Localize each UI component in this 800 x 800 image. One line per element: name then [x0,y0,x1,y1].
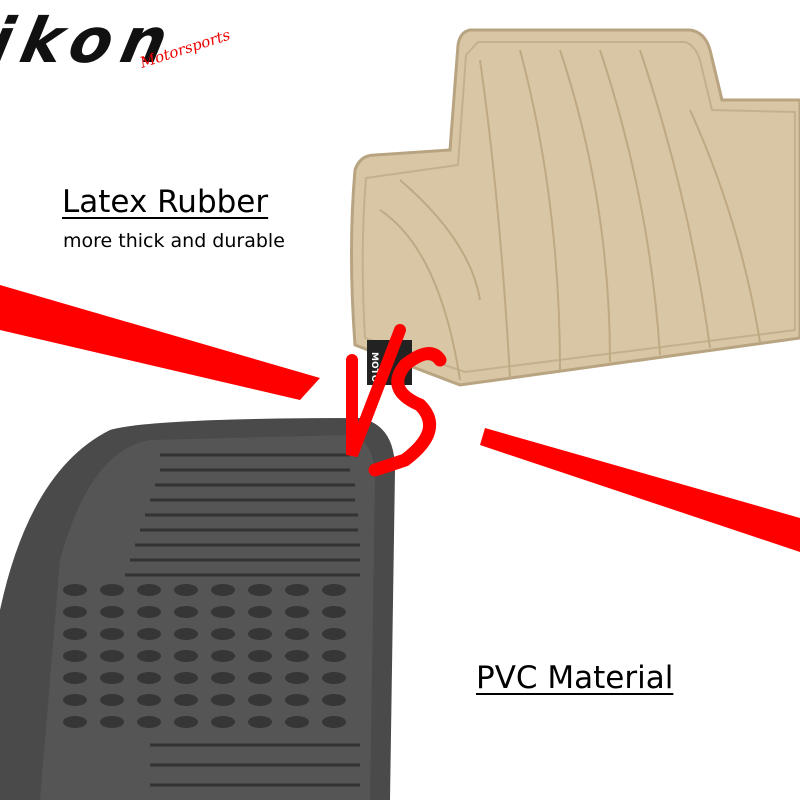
ikon-logo: ikon Motorsports [0,5,233,77]
mat-bump [174,716,198,728]
mat-bump [248,694,272,706]
mat-bump [211,650,235,662]
mat-bump [137,716,161,728]
mat-bump [322,628,346,640]
mat-bump [285,606,309,618]
latex-rubber-subtitle: more thick and durable [63,230,285,252]
mat-bump [248,650,272,662]
mat-bump [63,606,87,618]
mat-bump [174,606,198,618]
mat-bump [174,672,198,684]
mat-bump [137,650,161,662]
red-stripe-right [480,428,800,552]
mat-bump [211,606,235,618]
mat-bump [100,606,124,618]
mat-bump [248,606,272,618]
mat-bump [100,628,124,640]
mat-bump [63,628,87,640]
mat-bump [248,628,272,640]
mat-bump [137,672,161,684]
mat-bump [285,694,309,706]
mat-bump [63,650,87,662]
latex-rubber-mat-image: MOTO [350,28,800,387]
mat-bump [137,694,161,706]
mat-bump [322,606,346,618]
mat-bump [63,716,87,728]
pvc-material-title: PVC Material [476,660,674,696]
svg-text:ikon: ikon [0,5,174,77]
red-stripe-left [0,285,320,400]
mat-bump [285,716,309,728]
mat-bump [174,694,198,706]
mat-bump [322,584,346,596]
badge-text: MOTO [369,352,379,383]
mat-bump [63,694,87,706]
mat-bump [248,672,272,684]
mat-bump [174,584,198,596]
mat-bump [322,716,346,728]
mat-bump [248,716,272,728]
mat-bump [285,650,309,662]
mat-bump [100,672,124,684]
mat-bump [211,584,235,596]
mat-bump [211,716,235,728]
mat-bump [285,628,309,640]
mat-bump [100,650,124,662]
mat-bump [137,606,161,618]
versus-mark [346,324,447,477]
mat-bump [285,672,309,684]
mat-bump [211,694,235,706]
mat-bump [322,672,346,684]
latex-rubber-title: Latex Rubber [62,184,269,220]
mat-bump [174,628,198,640]
mat-bump [211,672,235,684]
mat-bump [137,584,161,596]
pvc-mat-image [0,418,395,800]
mat-bump [100,584,124,596]
mat-bump [174,650,198,662]
mat-bump [285,584,309,596]
mat-bump [63,672,87,684]
mat-bump [100,716,124,728]
mat-bump [63,584,87,596]
mat-bump [322,650,346,662]
mat-bump [322,694,346,706]
mat-bump [100,694,124,706]
mat-bump [137,628,161,640]
mat-bump [248,584,272,596]
mat-bump [211,628,235,640]
